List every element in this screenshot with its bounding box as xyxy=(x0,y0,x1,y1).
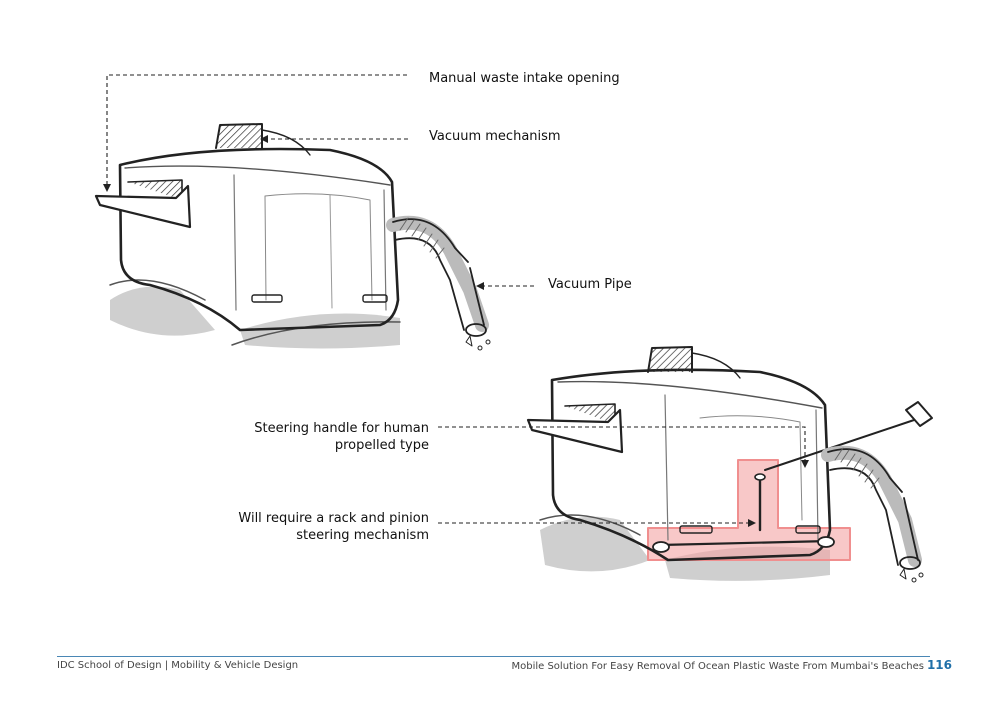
label-rack-pinion: Will require a rack and pinion steering … xyxy=(238,510,429,544)
callout-lines-top xyxy=(106,74,534,287)
footer-rule xyxy=(57,656,930,657)
label-steering-line2: propelled type xyxy=(334,438,429,453)
label-steering-line1: Steering handle for human xyxy=(254,421,429,436)
footer-right-text: Mobile Solution For Easy Removal Of Ocea… xyxy=(511,661,924,672)
arrowheads-top xyxy=(103,135,484,290)
vehicle-sketch-bottom xyxy=(526,346,933,583)
footer-right: Mobile Solution For Easy Removal Of Ocea… xyxy=(511,658,952,672)
label-vacuum-mechanism: Vacuum mechanism xyxy=(429,129,561,144)
vehicle-sketch-top xyxy=(94,123,491,351)
callout-lines-bottom xyxy=(438,426,806,524)
label-rack-line2: steering mechanism xyxy=(296,528,429,543)
label-intake-opening: Manual waste intake opening xyxy=(429,71,620,86)
page-number: 116 xyxy=(926,658,952,672)
label-rack-line1: Will require a rack and pinion xyxy=(238,511,429,526)
label-vacuum-pipe: Vacuum Pipe xyxy=(548,277,632,292)
arrowheads-bottom xyxy=(748,460,809,527)
footer-left-text: IDC School of Design | Mobility & Vehicl… xyxy=(57,660,299,671)
label-steering-handle: Steering handle for human propelled type xyxy=(254,420,429,454)
